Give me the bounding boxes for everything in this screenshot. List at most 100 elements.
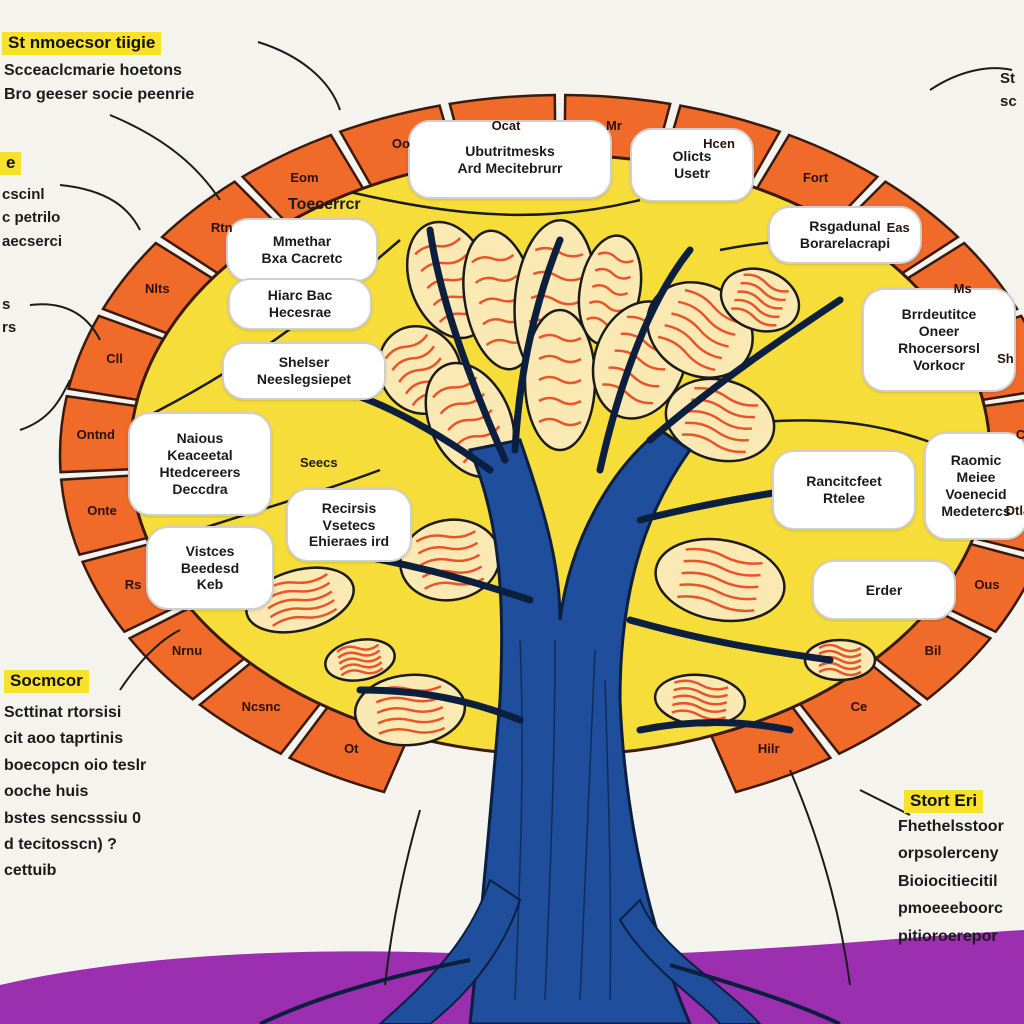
leaf-vein (671, 312, 729, 348)
leaf-vein (594, 267, 632, 280)
note-line: Fhethelsstoor (898, 818, 1004, 835)
ring-tile-label: Mr (606, 118, 622, 134)
leaf-vein (685, 547, 763, 565)
bottom-right-note-tag: Stort Eri (904, 790, 984, 813)
bubble-line: Usetr (674, 165, 710, 181)
leaf-vein (419, 553, 481, 567)
bubble-line: Hecesrae (268, 304, 332, 320)
bubble-line: Beedesd (180, 559, 240, 576)
ring-tile-label: Ontnd (76, 426, 115, 442)
bubble-line: Ard Mecitebrurr (457, 159, 563, 176)
mid-left-note-2: s rs (2, 296, 16, 337)
ring-tile-label: Nrnu (171, 643, 203, 659)
note-line: boecopcn oio teslr (4, 756, 147, 774)
bubble-line: Ehieraes ird (308, 533, 390, 550)
ring-tile-label: Cll (1015, 426, 1024, 442)
bubble-line: Medetercs (941, 502, 1011, 519)
leaf-vein (602, 383, 654, 405)
tree-trunk (259, 226, 864, 1024)
bubble-line: Ubutritmesks (465, 142, 555, 159)
leaf-vein (340, 667, 384, 677)
note-line: c petrilo (2, 209, 61, 227)
leaf-vein (688, 410, 752, 430)
leaf-vein (683, 559, 761, 577)
bubble-line: Meiee (956, 469, 996, 486)
top-left-note-tag: St nmoecsor tiigie (2, 32, 162, 55)
note-line: Bioiocitiecitil (898, 872, 998, 890)
leaf-vein (818, 643, 862, 653)
leaf-vein (538, 333, 582, 343)
bubble-line: Htedcereers (159, 464, 241, 480)
leaf-vein (740, 281, 786, 302)
leaf-vein (376, 705, 444, 715)
ring-tile-label: Rtn (210, 219, 233, 235)
leaf-vein (375, 695, 443, 704)
note-line: cscinl (2, 186, 45, 203)
bubble-line: Hiarc Bac (267, 287, 333, 304)
leaf-vein (672, 694, 728, 706)
leaf-vein (588, 300, 626, 313)
ring-tile-label: Sh (997, 351, 1014, 367)
bubble-line: Rancitcfeet (806, 473, 882, 490)
bubble-line: Mmethar (272, 233, 332, 250)
ring-tile-label: Eom (290, 170, 319, 186)
bubble-line: Olicts (672, 148, 712, 165)
leaf-vein (337, 649, 381, 659)
ring-tile-label: Fort (802, 170, 829, 186)
leaf-vein (684, 288, 743, 325)
leaf-vein (384, 333, 429, 360)
leaf-vein (339, 661, 383, 671)
bubble-line: Keaceetal (167, 447, 233, 464)
leaf-vein (534, 246, 584, 258)
leaf-vein (734, 298, 780, 319)
leaf-vein (538, 417, 582, 427)
note-line: cettuib (4, 862, 57, 880)
note-line: sc (1000, 93, 1017, 111)
leaf-vein (420, 253, 468, 273)
leaf-vein (474, 274, 518, 284)
leaf-vein (414, 237, 462, 256)
ring-tile-label: Dtla (1005, 503, 1024, 519)
leaf-vein (608, 366, 660, 388)
ring-tile-label: Ncsnc (241, 698, 281, 714)
canopy-title: Toecerrcr (288, 196, 361, 213)
note-line: aecserci (2, 232, 63, 250)
note-line: Scceaclcmarie hoetons (4, 62, 182, 79)
top-right-note: St sc (1000, 70, 1017, 111)
leaf-vein (538, 396, 582, 406)
note-line: pmoeeeboorc (898, 900, 1003, 918)
leaf-vein (737, 290, 783, 310)
leaf-vein (684, 421, 749, 442)
bubble-line: Rsgadunal (809, 218, 881, 235)
bubble-line: Rtelee (822, 490, 866, 506)
mid-left-note-tag: e (0, 152, 22, 175)
ring-tile-label: Ot (344, 740, 359, 756)
canopy-note: Seecs (300, 455, 338, 470)
leaf-vein (818, 649, 862, 659)
leaf-vein (818, 667, 862, 677)
ring-tile-label: Ous (974, 576, 1000, 592)
leaf-vein (417, 541, 479, 555)
ring-tile-label: Ocat (491, 118, 521, 134)
leaf-vein (398, 357, 442, 383)
leaf-vein (677, 595, 755, 613)
note-line: s (2, 296, 11, 313)
note-line: cit aoo taprtinis (4, 730, 124, 748)
ring-tile-label: Hcen (703, 135, 735, 151)
ring-tile-label: Bil (924, 643, 942, 659)
leaf-vein (681, 433, 746, 454)
leaf-vein (336, 643, 380, 653)
bubble-line: Brrdeutitce (901, 306, 977, 323)
bubble-line: Borarelacrapi (799, 235, 891, 251)
